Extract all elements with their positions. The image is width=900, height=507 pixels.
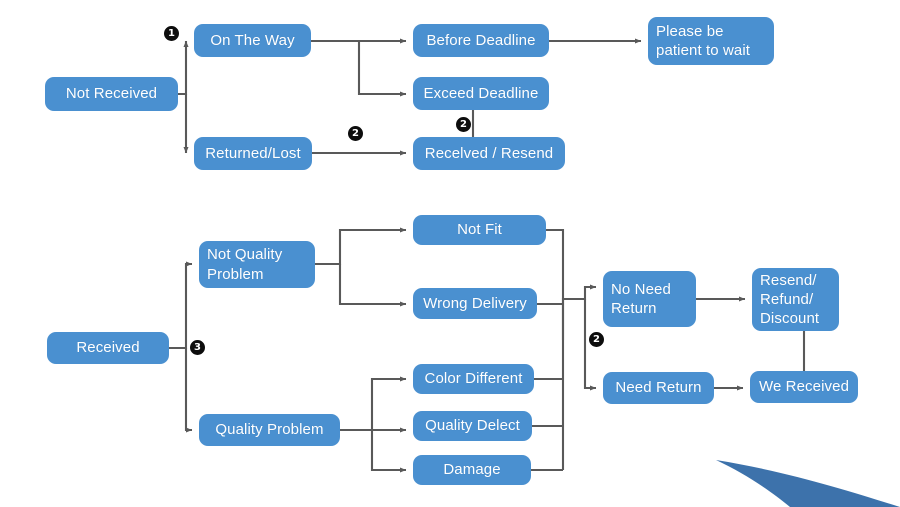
node-no-need-return[interactable]: No Need Return <box>603 271 696 327</box>
node-exceed-deadline[interactable]: Exceed Deadline <box>413 77 549 110</box>
node-please-be-patient[interactable]: Please be patient to wait <box>648 17 774 65</box>
node-on-the-way[interactable]: On The Way <box>194 24 311 57</box>
edge-ontheway-to-exceed <box>357 41 407 97</box>
node-received[interactable]: Received <box>47 332 169 364</box>
badge-badge-2-resend: 2 <box>348 126 363 141</box>
edge-received-to-quality <box>184 348 193 433</box>
badge-badge-2-exceed: 2 <box>456 117 471 132</box>
node-damage[interactable]: Damage <box>413 455 531 485</box>
edge-merge-to-noneed <box>561 284 597 340</box>
badge-badge-3-received: 3 <box>190 340 205 355</box>
edge-merge-to-needreturn <box>583 299 597 391</box>
edge-notquality-to-notfit <box>315 227 407 266</box>
edge-quality-to-damage <box>370 430 407 473</box>
badge-badge-1-top: 1 <box>164 26 179 41</box>
node-not-fit[interactable]: Not Fit <box>413 215 546 245</box>
edge-notquality-to-wrong <box>338 264 407 307</box>
edge-received-trunk <box>169 261 193 350</box>
node-not-received[interactable]: Not Received <box>45 77 178 111</box>
node-before-deadline[interactable]: Before Deadline <box>413 24 549 57</box>
node-color-different[interactable]: Color Different <box>413 364 534 394</box>
edge-notfit-merge <box>546 228 565 299</box>
node-resend-refund[interactable]: Resend/ Refund/ Discount <box>752 268 839 331</box>
node-received-resend[interactable]: Recelved / Resend <box>413 137 565 170</box>
node-wrong-delivery[interactable]: Wrong Delivery <box>413 288 537 319</box>
edge-not-received-trunk <box>178 40 189 96</box>
node-we-received[interactable]: We Received <box>750 371 858 403</box>
node-quality-delect[interactable]: Quality Delect <box>413 411 532 441</box>
badge-badge-2-return: 2 <box>589 332 604 347</box>
node-returned-lost[interactable]: Returned/Lost <box>194 137 312 170</box>
node-need-return[interactable]: Need Return <box>603 372 714 404</box>
node-not-quality[interactable]: Not Quality Problem <box>199 241 315 288</box>
edge-quality-to-color <box>340 376 407 432</box>
node-quality-problem[interactable]: Quality Problem <box>199 414 340 446</box>
